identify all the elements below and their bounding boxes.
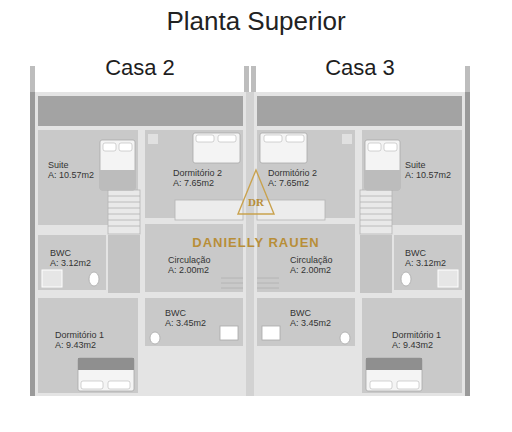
room: BWCA: 3.45m2 (257, 298, 355, 346)
room-label: Dormitório 1A: 9.43m2 (392, 330, 441, 351)
room-label: BWCA: 3.12m2 (50, 248, 91, 269)
plan-title: Planta Superior (0, 6, 512, 37)
room-area: A: 10.57m2 (48, 170, 94, 180)
room: BWCA: 3.12m2 (394, 235, 462, 290)
room-name: Dormitório 2 (173, 168, 222, 178)
room-name: BWC (290, 308, 331, 318)
room: Dormitório 2A: 7.65m2 (145, 130, 243, 218)
house-plan: Casa 3 Dormitório 2A: 7.65m2 SuiteA: 10.57… (250, 55, 470, 398)
room: Dormitório 1A: 9.43m2 (38, 298, 138, 393)
room-name: Suite (405, 160, 451, 170)
room-label: Dormitório 2A: 7.65m2 (173, 168, 222, 189)
room: BWCA: 3.45m2 (145, 298, 243, 346)
room: SuiteA: 10.57m2 (38, 130, 138, 225)
room: Dormitório 2A: 7.65m2 (257, 130, 355, 218)
room-name: Suite (48, 160, 94, 170)
room-label: Dormitório 2A: 7.65m2 (268, 168, 317, 189)
room-label: SuiteA: 10.57m2 (48, 160, 94, 181)
room-area: A: 3.45m2 (290, 318, 331, 328)
room-name: Dormitório 2 (268, 168, 317, 178)
house-plan: Casa 2 SuiteA: 10.57m2 Dormitório 2A: 7.65… (30, 55, 250, 398)
room-label: Dormitório 1A: 9.43m2 (55, 330, 104, 351)
room-area: A: 9.43m2 (392, 340, 441, 350)
room-label: SuiteA: 10.57m2 (405, 160, 451, 181)
room-area: A: 3.45m2 (165, 318, 206, 328)
room-name: Circulação (168, 255, 211, 265)
room-name: BWC (165, 308, 206, 318)
room-area: A: 10.57m2 (405, 170, 451, 180)
room: SuiteA: 10.57m2 (362, 130, 462, 225)
room: BWCA: 3.12m2 (38, 235, 106, 290)
room: CirculaçãoA: 2.00m2 (145, 224, 243, 292)
room-name: Circulação (290, 255, 333, 265)
room-label: BWCA: 3.45m2 (290, 308, 331, 329)
house-heading: Casa 3 (250, 55, 470, 81)
room-area: A: 3.12m2 (405, 258, 446, 268)
room-name: BWC (405, 248, 446, 258)
room: CirculaçãoA: 2.00m2 (257, 224, 355, 292)
room-label: CirculaçãoA: 2.00m2 (290, 255, 333, 276)
room-area: A: 7.65m2 (268, 178, 317, 188)
room-name: Dormitório 1 (55, 330, 104, 340)
house-heading: Casa 2 (30, 55, 250, 81)
room-label: BWCA: 3.45m2 (165, 308, 206, 329)
room-area: A: 7.65m2 (173, 178, 222, 188)
room-area: A: 3.12m2 (50, 258, 91, 268)
room-label: BWCA: 3.12m2 (405, 248, 446, 269)
room-name: BWC (50, 248, 91, 258)
watermark: DANIELLY RAUEN (192, 236, 319, 250)
room-area: A: 2.00m2 (168, 265, 211, 275)
room-name: Dormitório 1 (392, 330, 441, 340)
room: Dormitório 1A: 9.43m2 (362, 298, 462, 393)
room-area: A: 9.43m2 (55, 340, 104, 350)
watermark: DR (248, 196, 264, 208)
room-area: A: 2.00m2 (290, 265, 333, 275)
room-label: CirculaçãoA: 2.00m2 (168, 255, 211, 276)
